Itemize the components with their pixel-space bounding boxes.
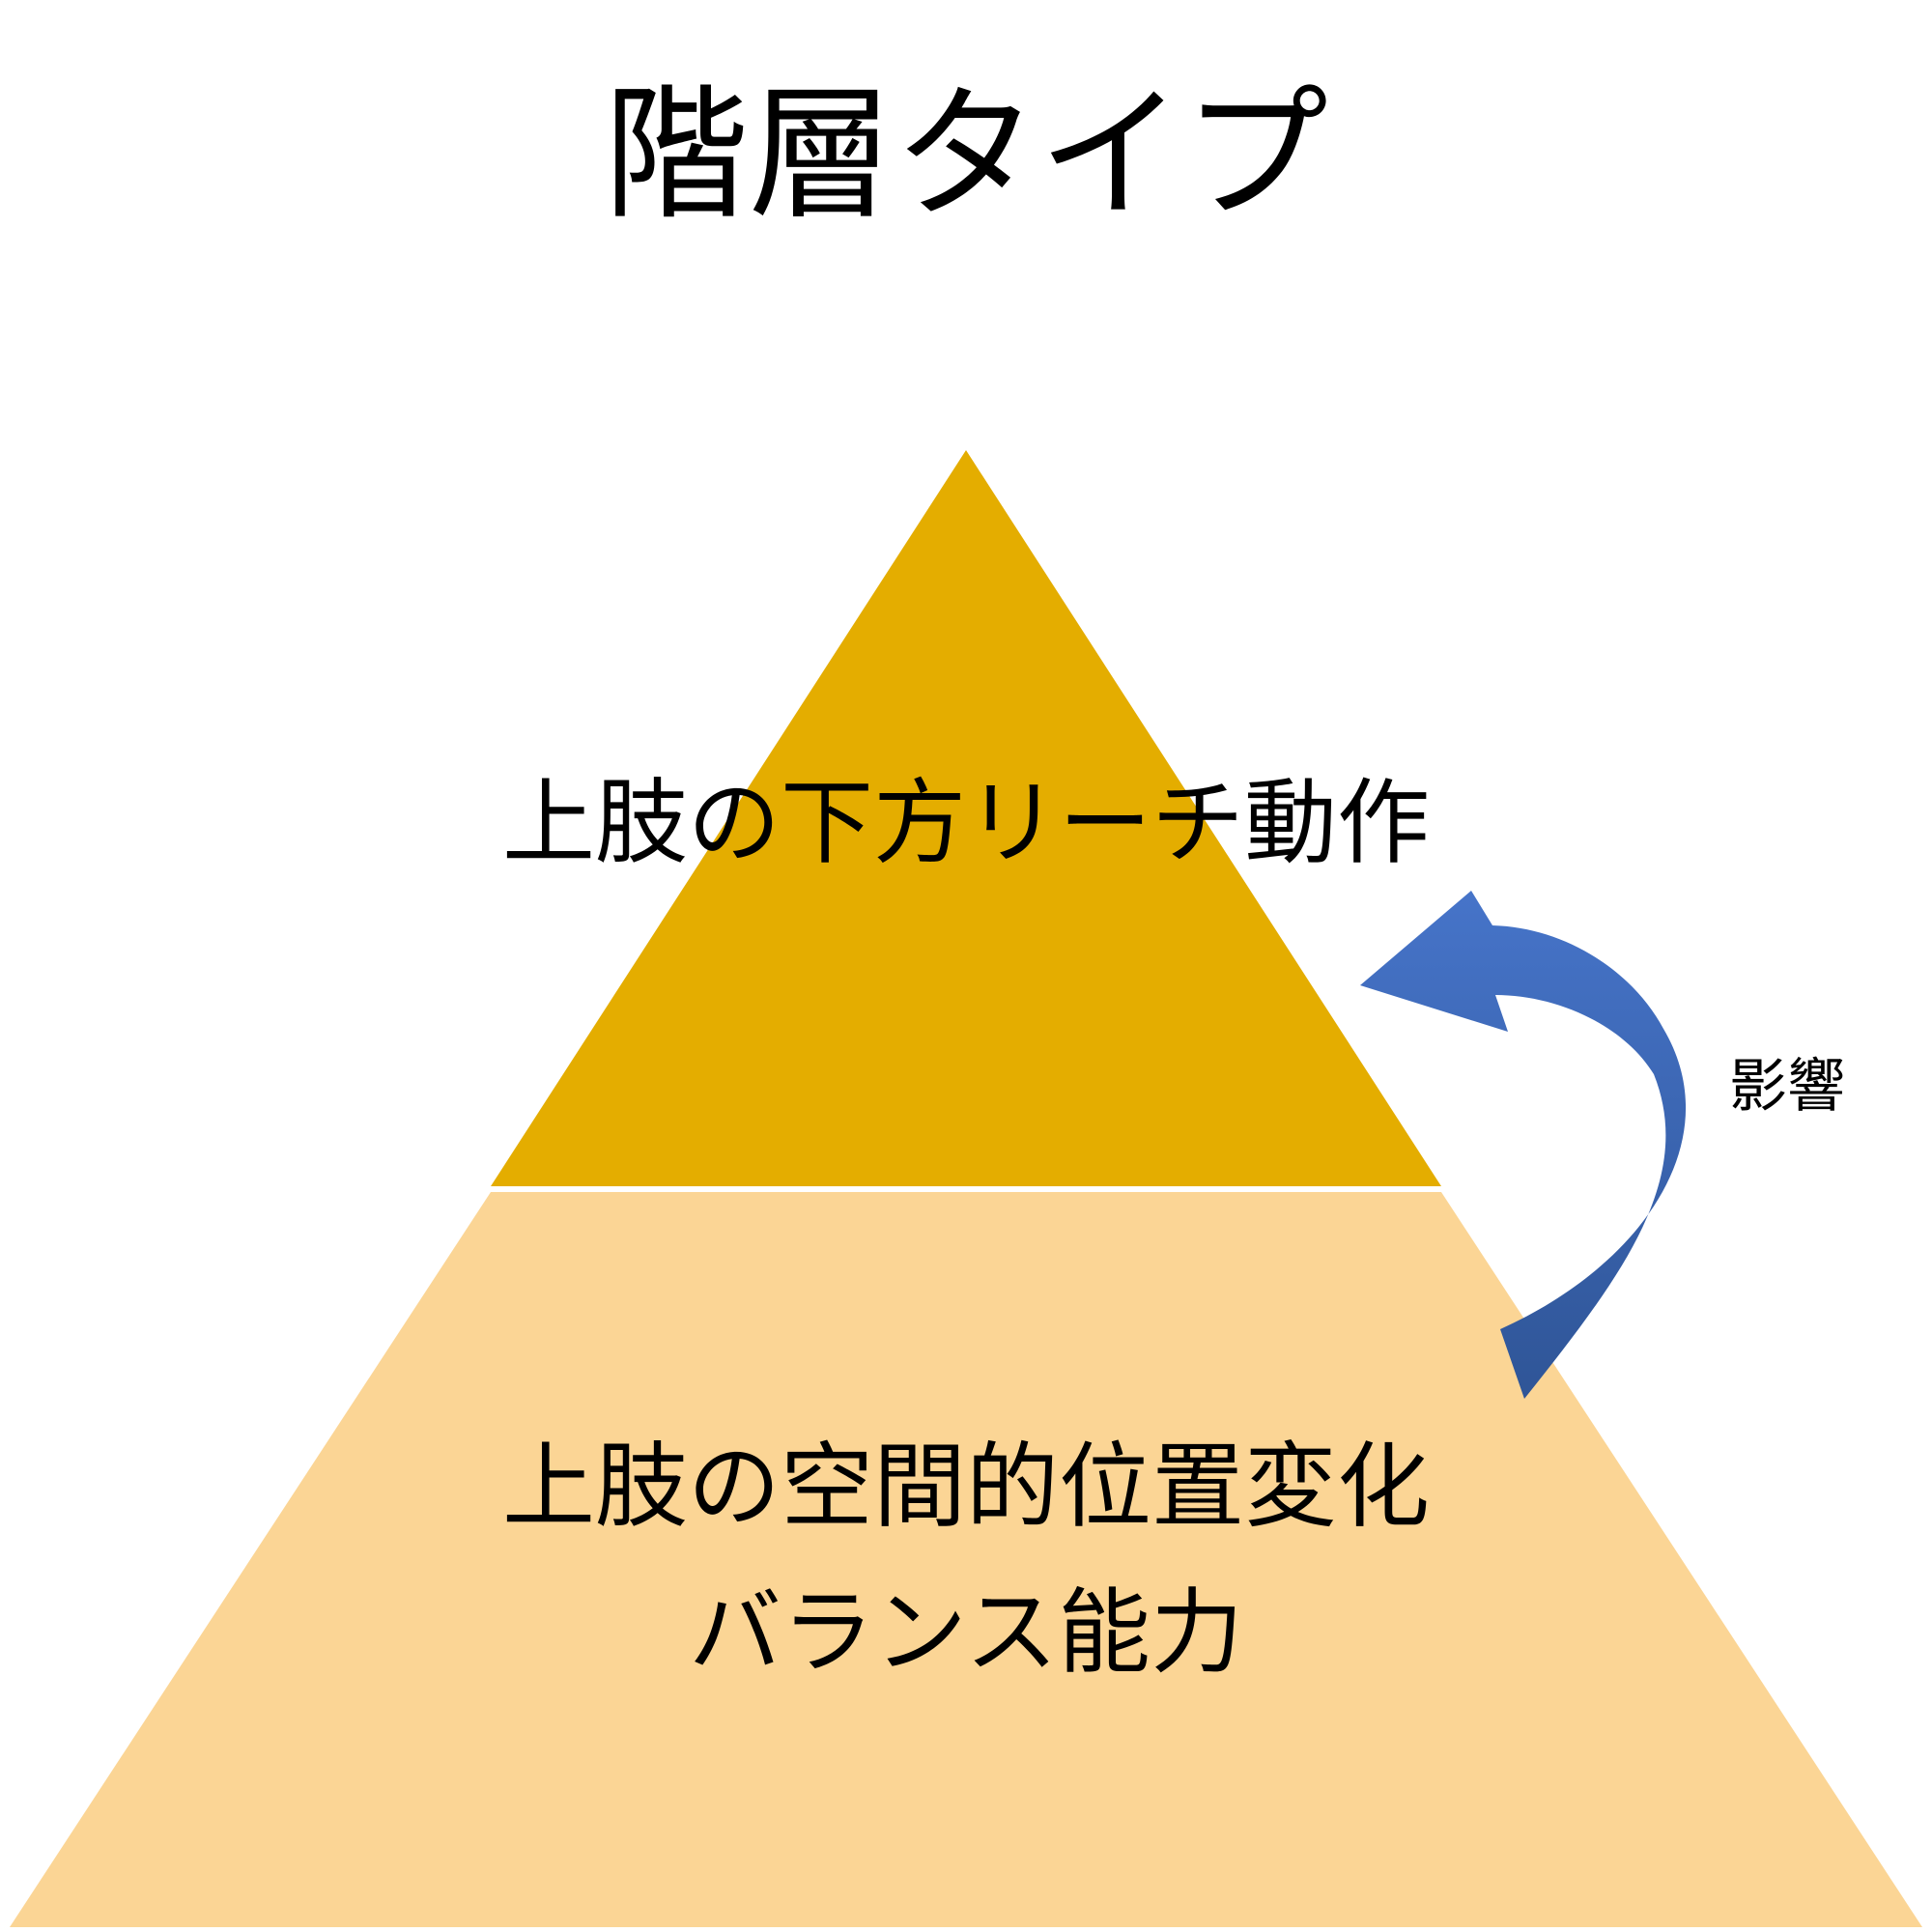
top-tier-label: 上肢の下方リーチ動作 [502,769,1430,877]
pyramid-top-tier [491,450,1441,1186]
pyramid-bottom-tier [10,1192,1922,1927]
influence-arrow-label: 影響 [1729,1053,1845,1121]
diagram-title: 階層タイプ [604,71,1328,240]
bottom-tier-label-line1: 上肢の空間的位置変化 [502,1433,1430,1541]
influence-arrow [1360,891,1687,1399]
bottom-tier-label-line2: バランス能力 [689,1578,1243,1687]
